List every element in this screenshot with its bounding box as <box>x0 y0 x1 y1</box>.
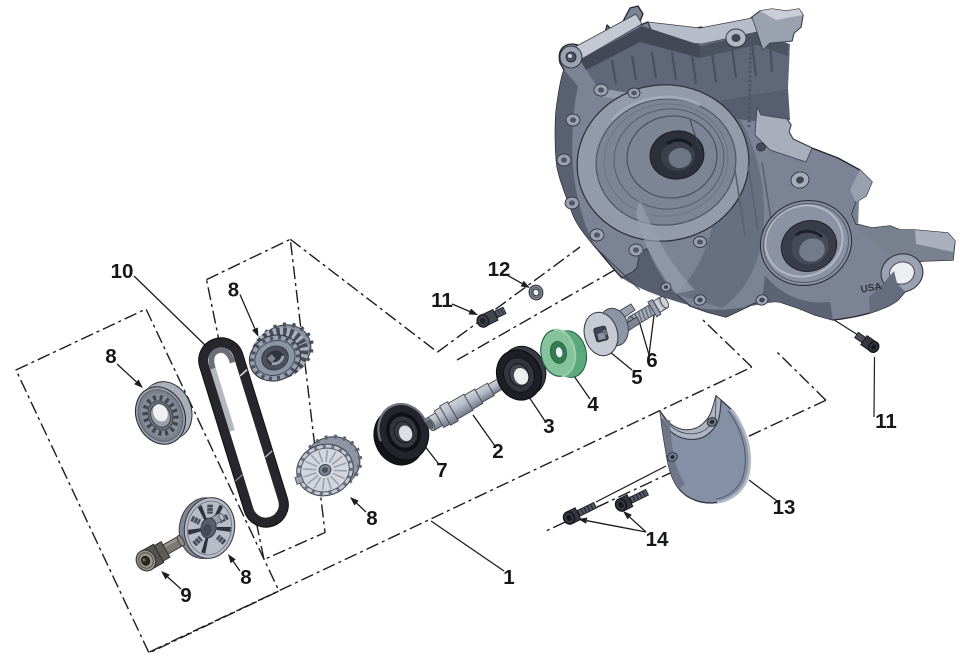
svg-text:1: 1 <box>503 566 514 589</box>
svg-text:7: 7 <box>436 459 447 482</box>
svg-text:9: 9 <box>180 584 191 607</box>
svg-text:11: 11 <box>875 410 897 433</box>
svg-text:6: 6 <box>646 349 657 372</box>
svg-text:10: 10 <box>111 260 134 283</box>
svg-text:8: 8 <box>366 507 377 530</box>
svg-text:12: 12 <box>488 258 511 281</box>
svg-text:14: 14 <box>646 528 669 551</box>
svg-text:USA: USA <box>860 281 883 296</box>
svg-text:5: 5 <box>631 366 642 389</box>
svg-text:13: 13 <box>773 496 796 519</box>
svg-text:8: 8 <box>105 345 116 368</box>
svg-text:8: 8 <box>228 279 239 302</box>
svg-text:4: 4 <box>587 393 599 416</box>
svg-text:11: 11 <box>431 289 453 312</box>
svg-text:2: 2 <box>492 440 503 463</box>
svg-text:3: 3 <box>543 415 554 438</box>
svg-text:8: 8 <box>240 566 251 589</box>
